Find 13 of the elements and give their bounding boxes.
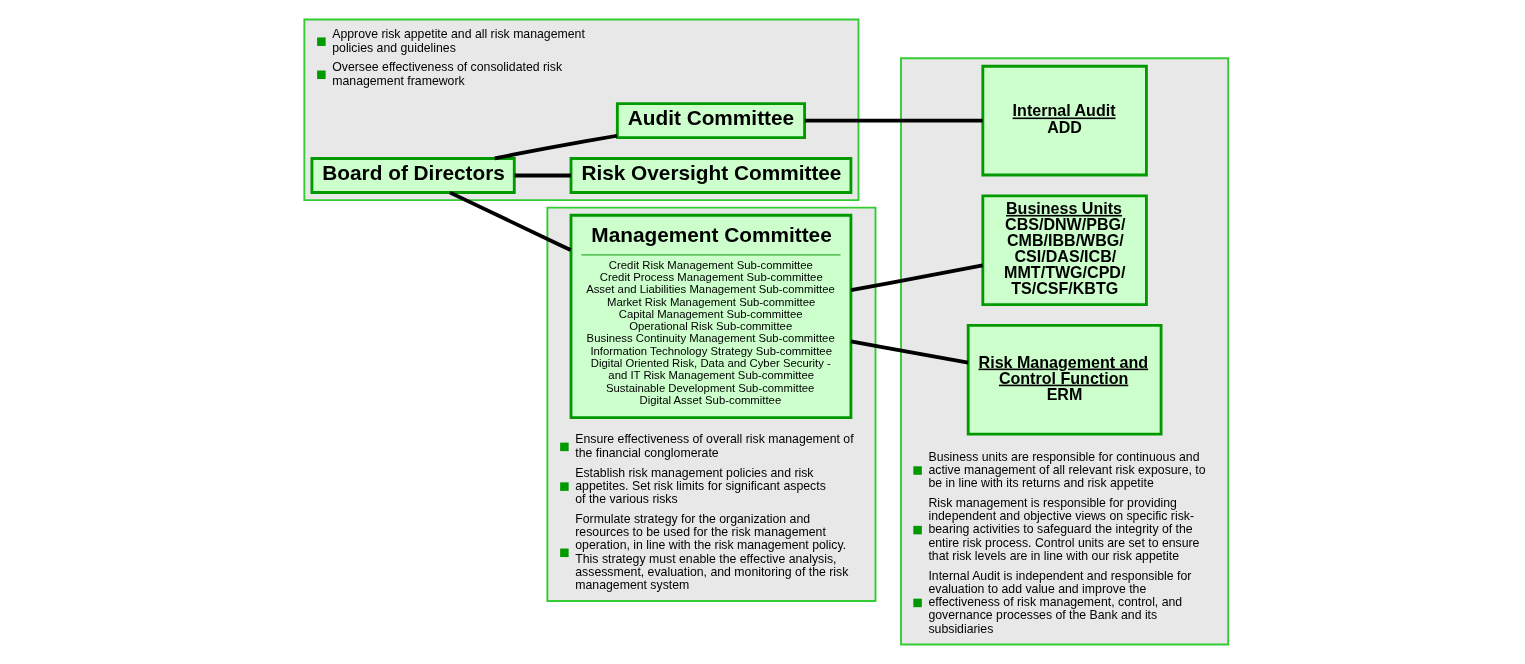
connector [850, 263, 983, 293]
connector [449, 190, 572, 252]
node-box: Management Committee Credit Risk Management Sub-committee Credit Process Management Sub-committee Asset and Liabilities Management Sub-committee Market Risk Management Sub-committee Capital Management Sub-committee Operational Risk Sub-committee Business Continuity Management Sub-committee Information Technology Strategy Sub-committee Digital Oriented Risk, Data and Cyber Security - and IT Risk Management Sub-committee Sustainable Development Sub-committee Digital Asset Sub-committee [569, 213, 853, 419]
node-box: Internal Audit ADD [981, 64, 1148, 177]
node-box: Board of Directors [310, 157, 516, 194]
connector [850, 339, 969, 365]
node-box: Audit Committee [615, 102, 806, 140]
connector [804, 118, 983, 123]
node-box: Business Units CBS/DNW/PBG/CMB/IBB/WBG/CSI/DAS/ICB/MMT/TWG/CPD/TS/CSF/KBTG [981, 194, 1148, 306]
node-box: Risk Oversight Committee [569, 157, 853, 194]
connector [494, 133, 618, 161]
node-box: Risk Management and Control Function ERM [966, 323, 1163, 436]
connector [514, 173, 571, 178]
